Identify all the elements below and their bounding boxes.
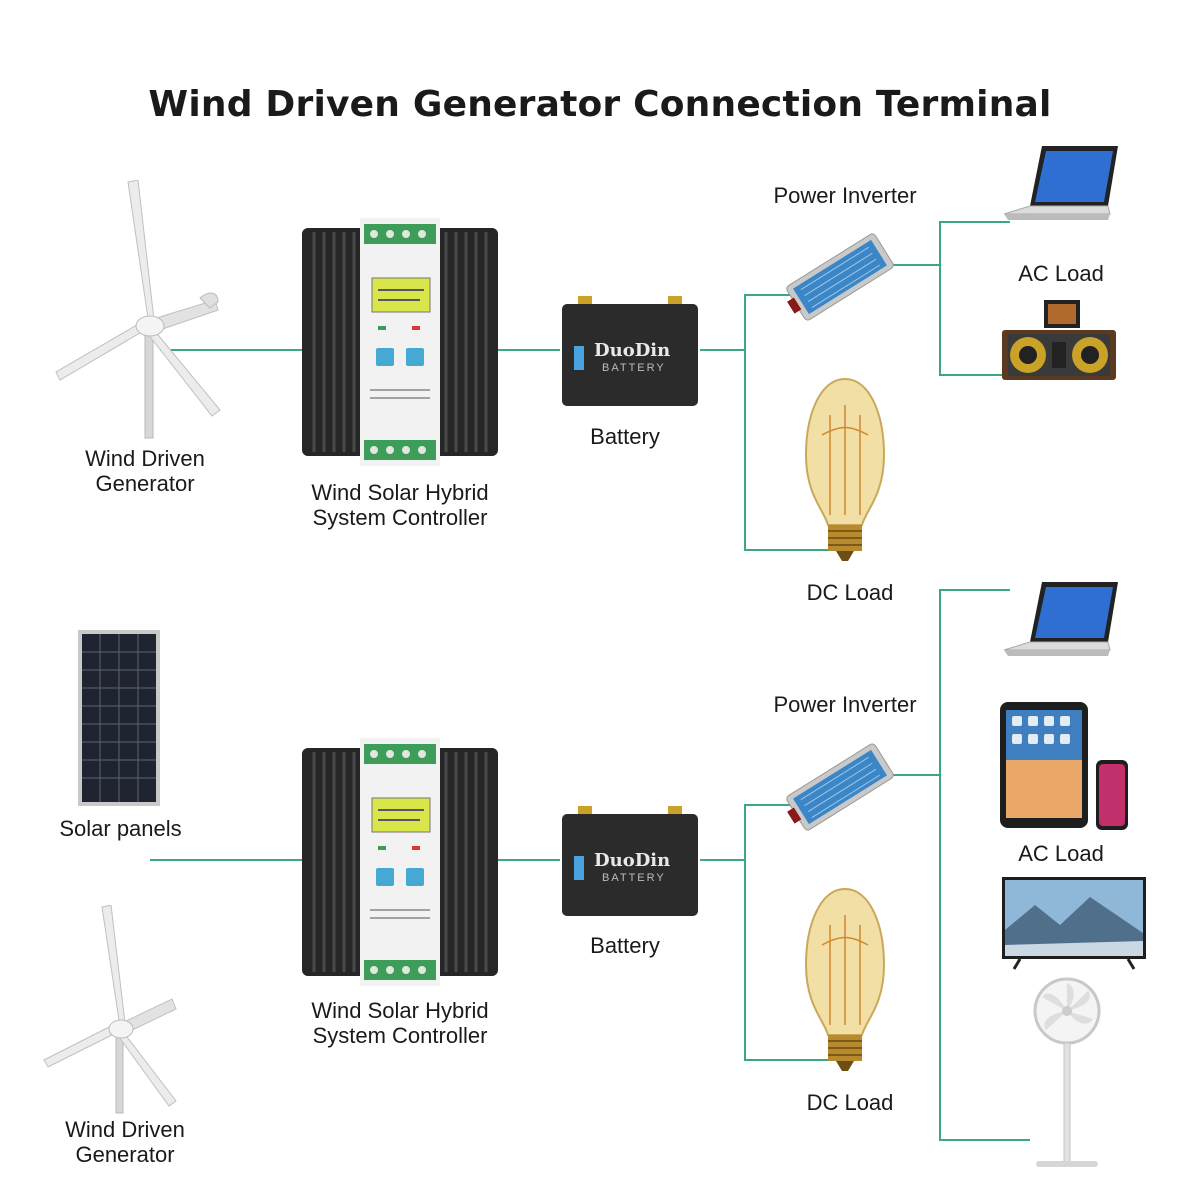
battery-brand: DuoDin xyxy=(594,340,670,361)
inverter-label-2: Power Inverter xyxy=(750,692,940,717)
inverter-label: Power Inverter xyxy=(750,183,940,208)
controller-label: Wind Solar Hybrid System Controller xyxy=(290,480,510,530)
solar-panels-label: Solar panels xyxy=(38,816,203,841)
wind-turbine-icon-2 xyxy=(40,905,200,1115)
light-bulb-icon xyxy=(800,375,890,565)
controller-label-2: Wind Solar Hybrid System Controller xyxy=(290,998,510,1048)
ac-load-label-2: AC Load xyxy=(1000,841,1122,866)
battery-brand-2: DuoDin xyxy=(594,850,670,871)
battery-label: Battery xyxy=(560,424,690,449)
ac-load-label: AC Load xyxy=(1000,261,1122,286)
power-inverter-icon-2 xyxy=(780,732,900,842)
fan-icon xyxy=(1030,975,1105,1170)
wind-generator-label: Wind Driven Generator xyxy=(60,446,230,496)
tv-icon xyxy=(1000,875,1148,971)
solar-panel-icon xyxy=(78,630,160,806)
dc-load-label-2: DC Load xyxy=(785,1090,915,1115)
wind-turbine-icon xyxy=(50,180,230,440)
hybrid-controller-icon xyxy=(300,218,500,466)
battery-icon: DuoDin BATTERY xyxy=(560,296,700,408)
battery-sub: BATTERY xyxy=(602,362,666,374)
battery-sub-2: BATTERY xyxy=(602,872,666,884)
laptop-icon xyxy=(1000,142,1125,242)
dc-load-label: DC Load xyxy=(785,580,915,605)
battery-label-2: Battery xyxy=(560,933,690,958)
battery-icon-2: DuoDin BATTERY xyxy=(560,806,700,918)
light-bulb-icon-2 xyxy=(800,885,890,1075)
tablet-icon xyxy=(998,700,1132,832)
power-inverter-icon xyxy=(780,222,900,332)
speaker-icon xyxy=(998,296,1120,388)
wind-generator-label-2: Wind Driven Generator xyxy=(40,1117,210,1167)
laptop-icon-2 xyxy=(1000,578,1125,678)
hybrid-controller-icon-2 xyxy=(300,738,500,986)
